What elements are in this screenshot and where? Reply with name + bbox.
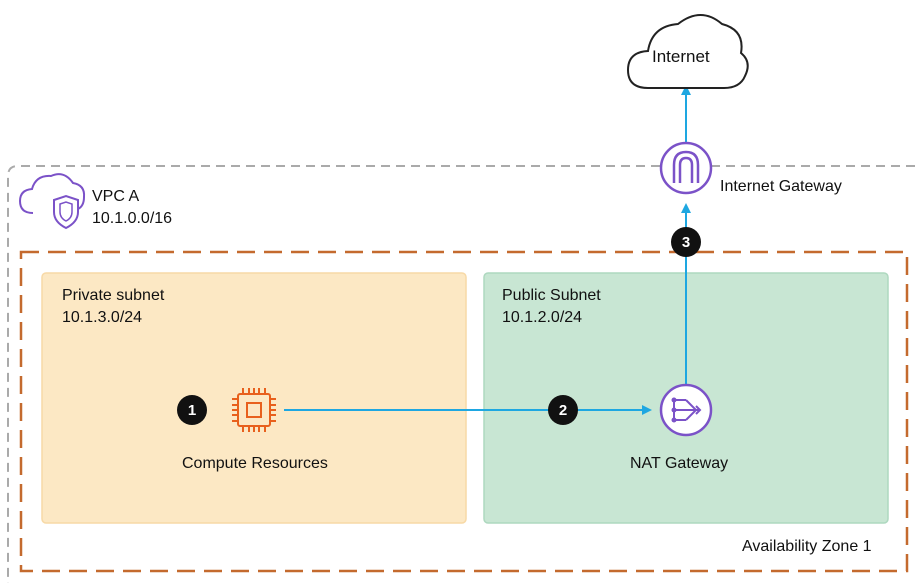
vpc-cidr: 10.1.0.0/16 [92, 210, 173, 227]
availability-zone-label: Availability Zone 1 [742, 538, 872, 555]
availability-zone-boundary [19, 250, 909, 573]
vpc-cloud-shield-icon [18, 173, 86, 230]
internet-gateway-icon [659, 141, 713, 195]
chip-icon [232, 388, 276, 432]
public-subnet-name: Public Subnet [502, 287, 601, 304]
step-badge-2: 2 [548, 395, 578, 425]
step-badge-1: 1 [177, 395, 207, 425]
nat-gateway-label: NAT Gateway [630, 455, 729, 472]
nat-gateway-icon [659, 383, 713, 437]
step-badge-3: 3 [671, 227, 701, 257]
public-subnet-cidr: 10.1.2.0/24 [502, 309, 583, 326]
internet-label: Internet [652, 47, 710, 66]
vpc-name: VPC A [92, 188, 140, 205]
internet-gateway-label: Internet Gateway [720, 178, 842, 195]
compute-resources-label: Compute Resources [182, 455, 328, 472]
cloud-icon [626, 14, 749, 89]
private-subnet-name: Private subnet [62, 287, 165, 304]
private-subnet-box [41, 272, 467, 524]
private-subnet-cidr: 10.1.3.0/24 [62, 309, 143, 326]
vpc-boundary [7, 165, 915, 583]
